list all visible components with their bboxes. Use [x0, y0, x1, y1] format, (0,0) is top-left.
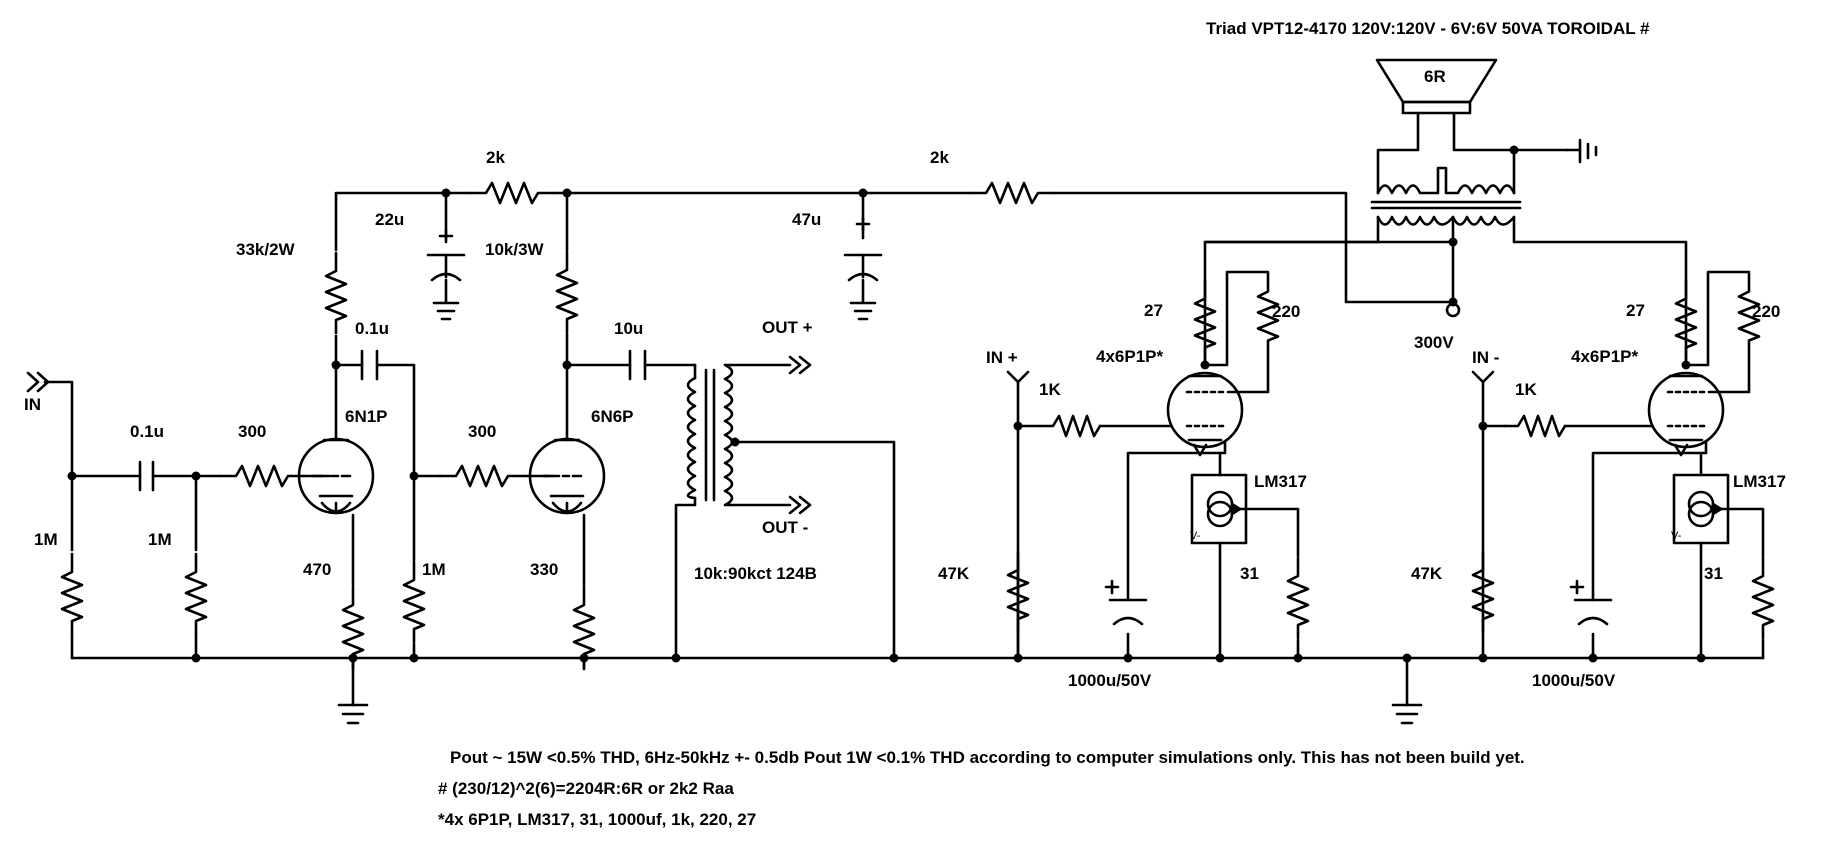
label-opt: 10k:90kct 124B — [694, 564, 817, 583]
resistor-300-stage2 — [438, 464, 526, 488]
resistor-1m-stage2 — [402, 560, 426, 644]
ground-stage1 — [337, 703, 369, 725]
label-22u: 22u — [375, 210, 404, 229]
resistor-1m-grid — [184, 552, 208, 636]
note-line-3: *4x 6P1P, LM317, 31, 1000uf, 1k, 220, 27 — [438, 810, 756, 829]
label-33k: 33k/2W — [236, 240, 296, 259]
label-tube-6p1p-right: 4x6P1P* — [1571, 347, 1638, 366]
speaker — [1375, 58, 1498, 318]
label-out-plus: OUT + — [762, 318, 813, 337]
resistor-10k — [555, 250, 579, 334]
label-2k-first: 2k — [486, 148, 505, 167]
label-27-right: 27 — [1626, 301, 1645, 320]
ground-symbols — [337, 138, 1598, 725]
label-220-right: 220 — [1752, 302, 1780, 321]
label-tube-6p1p-left: 4x6P1P* — [1096, 347, 1163, 366]
capacitor-10u-couple — [628, 349, 647, 381]
output-transformer — [1203, 166, 1522, 244]
label-vminus-left: V- — [1190, 530, 1201, 542]
label-47u: 47u — [792, 210, 821, 229]
resistor-31-right — [1751, 556, 1775, 640]
label-2k-second: 2k — [930, 148, 949, 167]
tube-6p1p-left — [1166, 371, 1244, 457]
label-lm317-right: LM317 — [1733, 472, 1786, 491]
label-31-left: 31 — [1240, 564, 1259, 583]
label-10k: 10k/3W — [485, 240, 545, 259]
label-47k-right: 47K — [1411, 564, 1443, 583]
interstage-transformer — [26, 355, 812, 515]
label-47k-left: 47K — [938, 564, 970, 583]
label-470: 470 — [303, 560, 331, 579]
resistor-2k-second — [968, 181, 1056, 205]
label-tube-6n1p: 6N1P — [345, 407, 388, 426]
resistor-31-left — [1286, 556, 1310, 640]
label-1m-grid: 1M — [148, 530, 172, 549]
label-1k-right: 1K — [1515, 380, 1537, 399]
capacitor-0.1u-couple — [360, 349, 379, 381]
label-27-left: 27 — [1144, 301, 1163, 320]
label-0.1u-couple: 0.1u — [355, 319, 389, 338]
label-out-minus: OUT - — [762, 518, 808, 537]
ground-cap47u — [849, 278, 877, 321]
ccs-lm317-left — [1190, 473, 1248, 545]
capacitor-1000u-right — [1569, 579, 1613, 626]
capacitor-47u — [843, 216, 883, 282]
label-1000u-right: 1000u/50V — [1532, 671, 1616, 690]
tube-6n1p — [297, 437, 375, 515]
label-tube-6n6p: 6N6P — [591, 407, 634, 426]
input-markers — [1006, 370, 1495, 384]
tube-6n6p — [528, 437, 606, 515]
label-1m-input: 1M — [34, 530, 58, 549]
labels: Triad VPT12-4170 120V:120V - 6V:6V 50VA … — [24, 19, 1786, 829]
label-300-stage1: 300 — [238, 422, 266, 441]
capacitors — [138, 216, 1613, 626]
label-300v: 300V — [1414, 333, 1454, 352]
label-1000u-left: 1000u/50V — [1068, 671, 1152, 690]
label-1m-stage2: 1M — [422, 560, 446, 579]
input-label: IN — [24, 395, 41, 414]
resistor-470 — [341, 585, 365, 669]
label-10u: 10u — [614, 319, 643, 338]
label-lm317-left: LM317 — [1254, 472, 1307, 491]
resistor-33k — [324, 251, 348, 335]
resistor-1k-right — [1503, 414, 1567, 438]
note-line-1: Pout ~ 15W <0.5% THD, 6Hz-50kHz +- 0.5db… — [450, 748, 1525, 767]
tube-6p1p-right — [1647, 371, 1725, 457]
label-vminus-right: V- — [1671, 530, 1682, 542]
junction-dots — [67, 145, 1706, 663]
capacitor-1000u-left — [1104, 579, 1148, 626]
ground-cap22u — [432, 278, 460, 321]
capacitor-22u — [426, 228, 466, 282]
resistor-1k-left — [1038, 414, 1102, 438]
resistor-2k-first — [468, 181, 556, 205]
label-220-left: 220 — [1272, 302, 1300, 321]
resistor-300-stage1 — [218, 464, 306, 488]
ground-speaker — [1578, 138, 1598, 164]
resistors — [60, 181, 1775, 669]
resistor-330 — [572, 585, 596, 669]
label-330: 330 — [530, 560, 558, 579]
label-0.1u-input: 0.1u — [130, 422, 164, 441]
resistor-1m-input — [60, 552, 84, 636]
transformer-title: Triad VPT12-4170 120V:120V - 6V:6V 50VA … — [1206, 19, 1650, 38]
note-line-2: # (230/12)^2(6)=2204R:6R or 2k2 Raa — [438, 779, 734, 798]
label-in-minus: IN - — [1472, 348, 1499, 367]
ground-main — [1391, 703, 1423, 725]
label-300-stage2: 300 — [468, 422, 496, 441]
label-1k-left: 1K — [1039, 380, 1061, 399]
label-in-plus: IN + — [986, 348, 1018, 367]
label-31-right: 31 — [1704, 564, 1723, 583]
speaker-label: 6R — [1424, 67, 1446, 86]
ccs-lm317-right — [1672, 473, 1730, 545]
capacitor-0.1u-input — [138, 460, 155, 492]
